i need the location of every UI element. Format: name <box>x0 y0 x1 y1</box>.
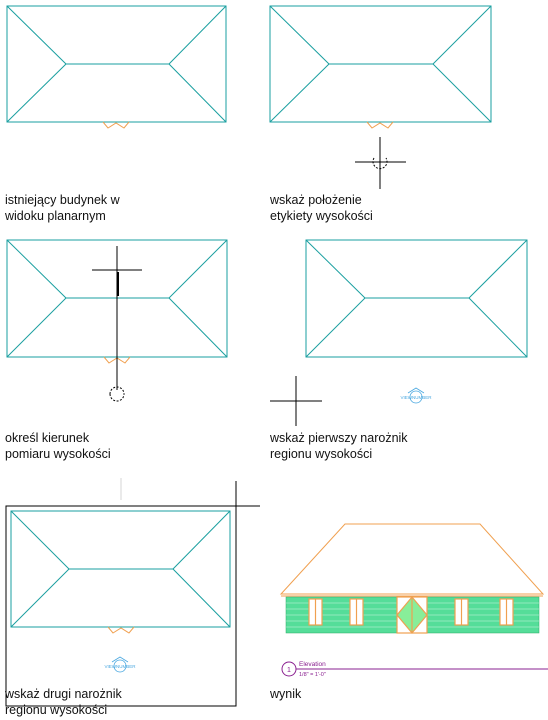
caption-step-5: wskaż drugi narożnik regionu wysokości <box>5 686 122 718</box>
elevation-windows <box>308 598 514 626</box>
viewnumber-tag: VIEWNUMBER <box>104 656 136 673</box>
elevation-door <box>396 596 428 634</box>
roof-plan <box>305 239 528 358</box>
elevation-tag: 1 Elevation 1/8" = 1'-0" <box>281 661 548 678</box>
panel-2-place-tag <box>269 5 492 189</box>
caption-line-2: regionu wysokości <box>270 447 373 461</box>
caption-step-2: wskaż położenie etykiety wysokości <box>270 192 373 224</box>
direction-cursor <box>92 246 142 402</box>
panel-1-plan-view <box>6 5 227 129</box>
roof-plan <box>269 5 492 123</box>
tag-label: VIEWNUMBER <box>400 395 432 400</box>
caption-step-1: istniejący budynek w widoku planarnym <box>5 192 120 224</box>
caption-line-2: etykiety wysokości <box>270 209 373 223</box>
elevation-tag-number: 1 <box>287 667 291 674</box>
caption-step-4: wskaż pierwszy narożnik regionu wysokośc… <box>270 430 408 462</box>
caption-step-3: określ kierunek pomiaru wysokości <box>5 430 111 462</box>
crosshair-cursor <box>355 137 406 189</box>
panel-4-first-corner: VIEWNUMBER <box>270 239 528 426</box>
caption-line-2: widoku planarnym <box>5 209 106 223</box>
door-symbol <box>107 626 135 634</box>
roof-plan <box>10 510 231 628</box>
caption-line-2: regionu wysokości <box>5 703 108 717</box>
caption-line-1: istniejący budynek w <box>5 193 120 207</box>
crosshair-cursor <box>208 481 260 531</box>
caption-line-1: wynik <box>270 687 302 701</box>
region-rectangle <box>5 505 237 707</box>
caption-line-2: pomiaru wysokości <box>5 447 111 461</box>
panel-3-direction <box>6 239 228 402</box>
panel-6-result: 1 Elevation 1/8" = 1'-0" <box>279 523 548 678</box>
crosshair-cursor <box>270 376 322 426</box>
caption-line-1: wskaż pierwszy narożnik <box>270 431 408 445</box>
caption-step-6: wynik <box>270 686 301 702</box>
door-symbol <box>366 121 394 129</box>
caption-line-1: wskaż drugi narożnik <box>5 687 122 701</box>
elevation-tag-scale: 1/8" = 1'-0" <box>299 672 326 678</box>
elevation-tag-title: Elevation <box>299 661 326 668</box>
viewnumber-tag: VIEWNUMBER <box>400 387 432 404</box>
panel-5-second-corner: VIEWNUMBER <box>5 478 260 707</box>
elevation-roof <box>279 523 545 597</box>
caption-line-1: wskaż położenie <box>270 193 362 207</box>
tag-label: VIEWNUMBER <box>104 664 136 669</box>
caption-line-1: określ kierunek <box>5 431 90 445</box>
door-symbol <box>102 121 130 129</box>
roof-plan <box>6 5 227 123</box>
